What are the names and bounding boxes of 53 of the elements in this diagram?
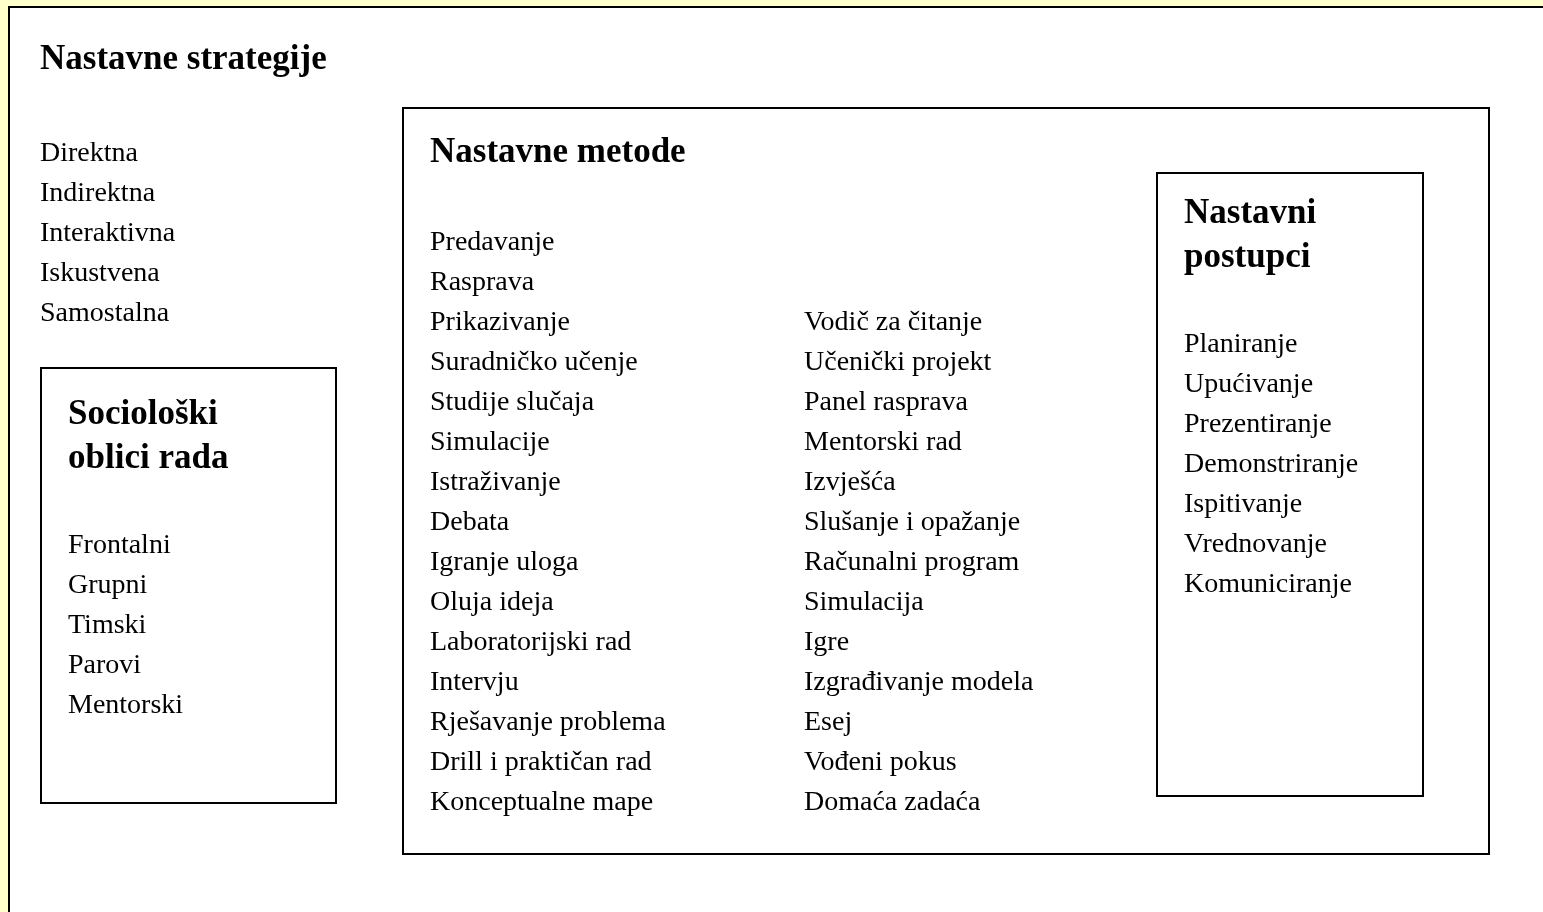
list-item: Računalni program <box>804 544 1020 578</box>
list-item: Drill i praktičan rad <box>430 744 652 778</box>
heading: Nastavne metode <box>430 130 687 172</box>
heading: Nastavni postupci <box>1184 191 1318 277</box>
list-item: Izvješća <box>804 464 896 498</box>
list-item: Interaktivna <box>40 215 176 249</box>
list-item: Parovi <box>68 647 142 681</box>
list-item: Igre <box>804 624 850 658</box>
list-item: Učenički projekt <box>804 344 992 378</box>
list-item: Ispitivanje <box>1184 486 1303 520</box>
page-frame <box>8 6 1543 912</box>
list-item: Vođeni pokus <box>804 744 957 778</box>
panel <box>40 367 337 804</box>
list-item: Demonstriranje <box>1184 446 1359 480</box>
list-item: Laboratorijski rad <box>430 624 632 658</box>
list-item: Istraživanje <box>430 464 561 498</box>
list-item: Domaća zadaća <box>804 784 981 818</box>
list-item: Mentorski rad <box>804 424 962 458</box>
list-item: Konceptualne mape <box>430 784 654 818</box>
list-item: Vodič za čitanje <box>804 304 983 338</box>
list-item: Slušanje i opažanje <box>804 504 1021 538</box>
list-item: Grupni <box>68 567 148 601</box>
list-item: Rješavanje problema <box>430 704 666 738</box>
list-item: Upućivanje <box>1184 366 1314 400</box>
list-item: Iskustvena <box>40 255 160 289</box>
list-item: Suradničko učenje <box>430 344 638 378</box>
list-item: Vrednovanje <box>1184 526 1327 560</box>
heading: Nastavne strategije <box>40 37 328 79</box>
list-item: Esej <box>804 704 853 738</box>
list-item: Oluja ideja <box>430 584 554 618</box>
list-item: Frontalni <box>68 527 171 561</box>
list-item: Izgrađivanje modela <box>804 664 1034 698</box>
list-item: Rasprava <box>430 264 535 298</box>
panel <box>402 107 1490 855</box>
list-item: Simulacije <box>430 424 550 458</box>
list-item: Indirektna <box>40 175 156 209</box>
list-item: Komuniciranje <box>1184 566 1352 600</box>
list-item: Prikazivanje <box>430 304 570 338</box>
list-item: Mentorski <box>68 687 184 721</box>
list-item: Intervju <box>430 664 519 698</box>
list-item: Panel rasprava <box>804 384 969 418</box>
list-item: Studije slučaja <box>430 384 595 418</box>
list-item: Prezentiranje <box>1184 406 1332 440</box>
list-item: Debata <box>430 504 510 538</box>
list-item: Igranje uloga <box>430 544 579 578</box>
heading: Sociološki oblici rada <box>68 392 230 478</box>
list-item: Planiranje <box>1184 326 1298 360</box>
list-item: Simulacija <box>804 584 924 618</box>
list-item: Samostalna <box>40 295 170 329</box>
list-item: Predavanje <box>430 224 555 258</box>
list-item: Direktna <box>40 135 138 169</box>
panel <box>1156 172 1424 797</box>
list-item: Timski <box>68 607 147 641</box>
